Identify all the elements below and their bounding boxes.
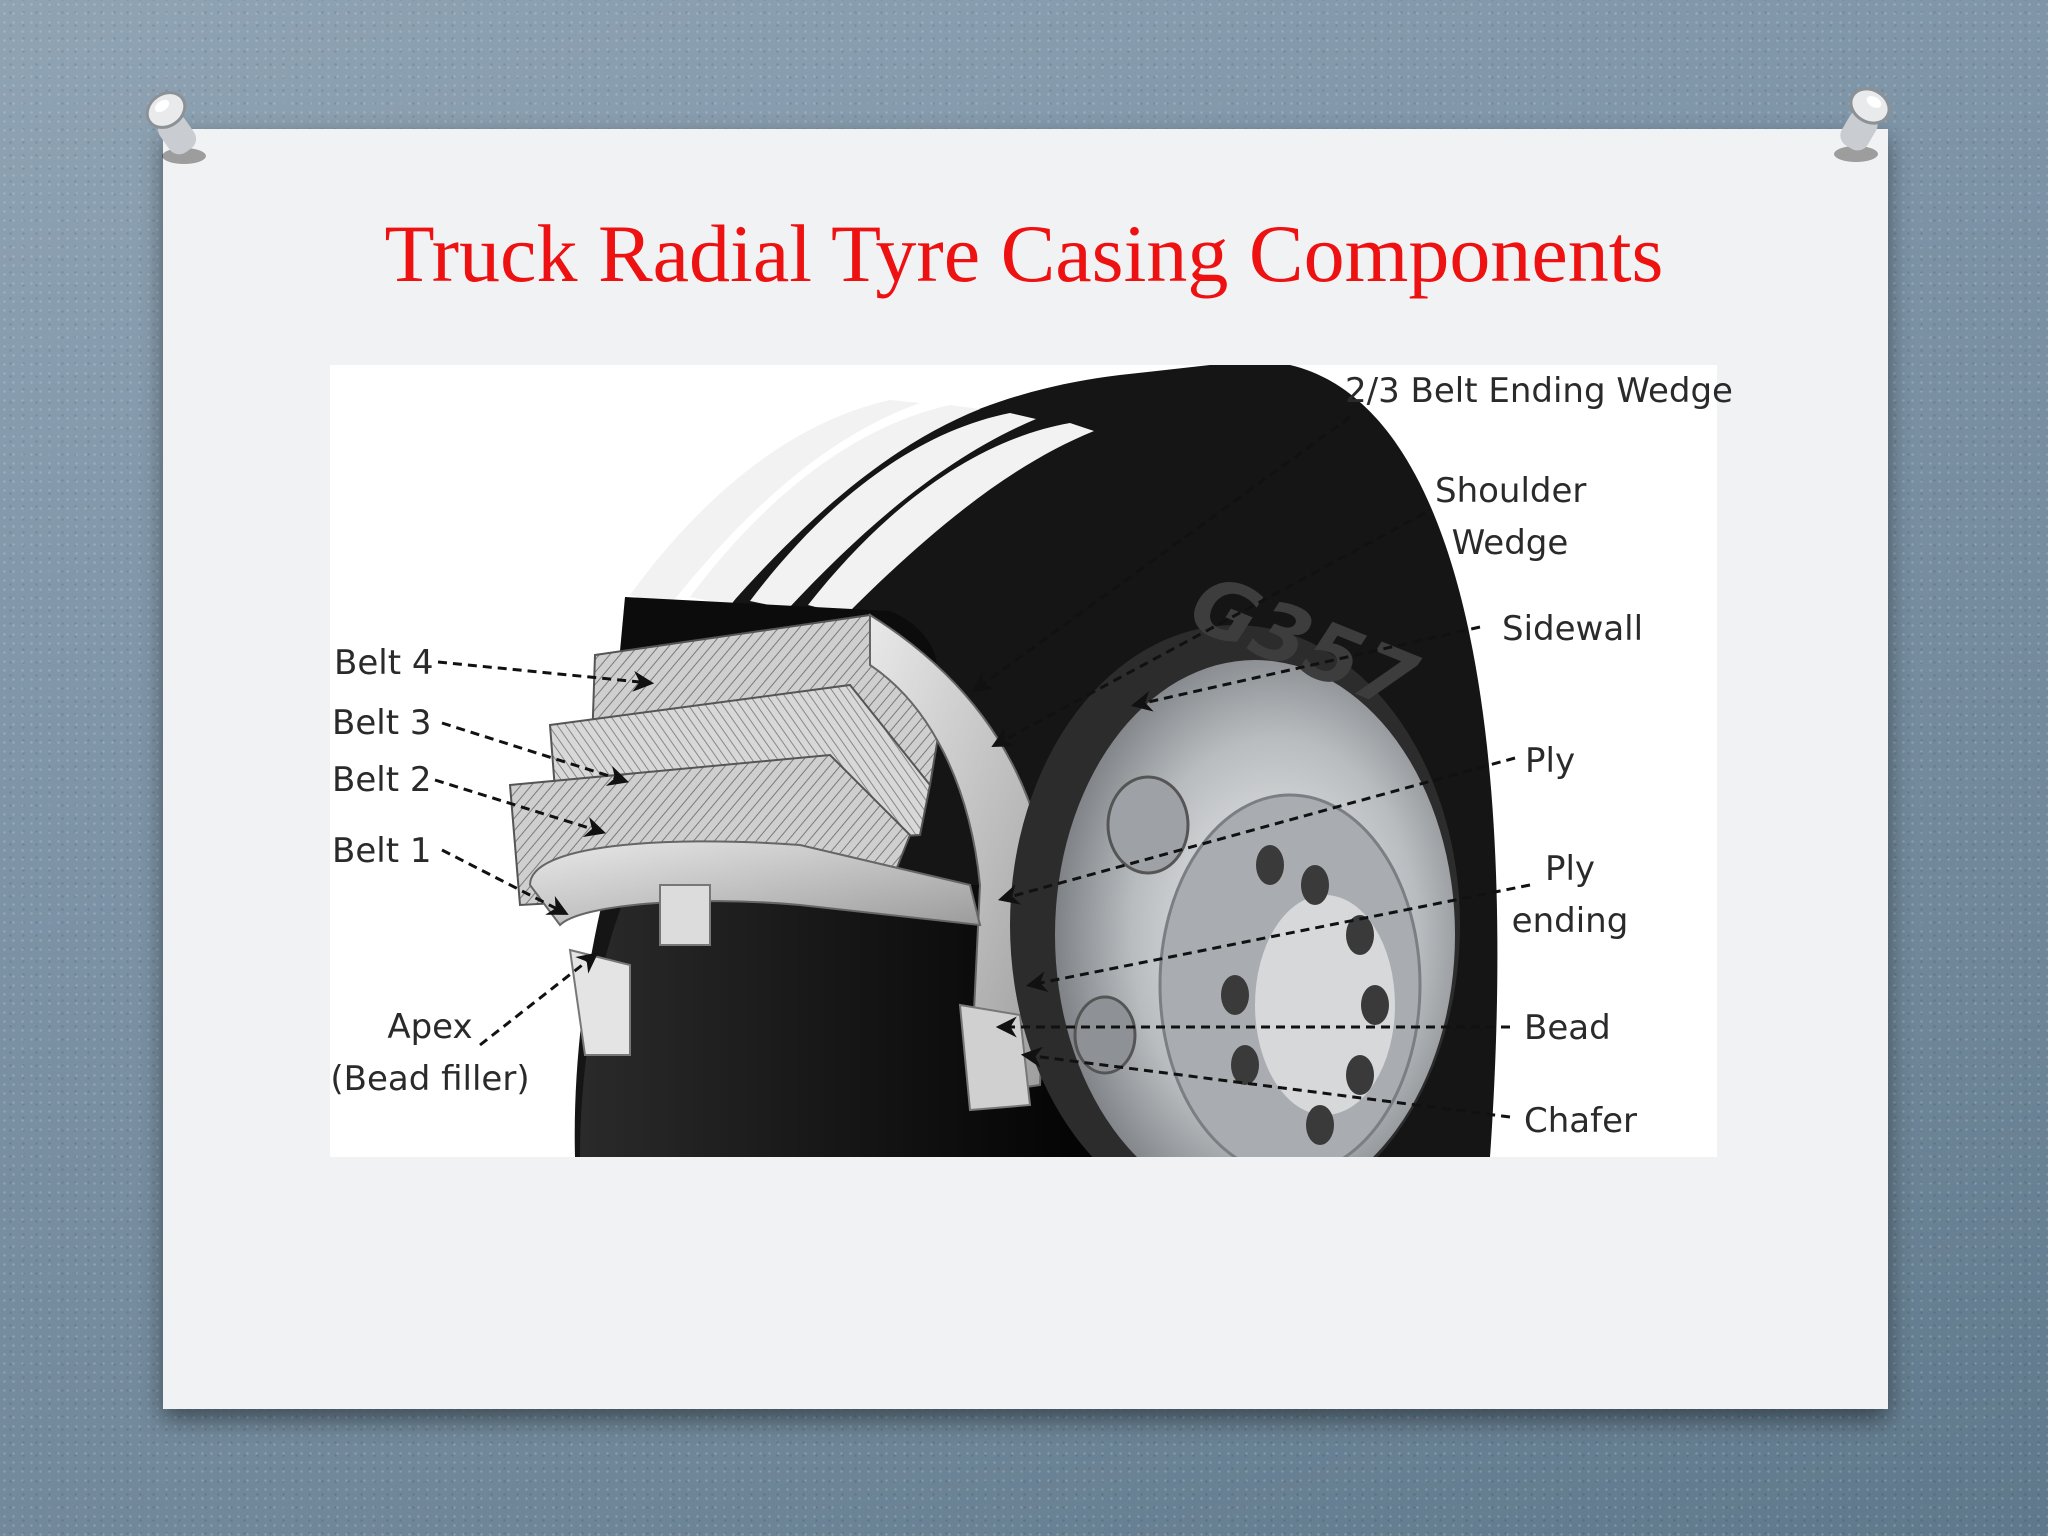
- label-bead: Bead: [1524, 1008, 1611, 1048]
- label-belt-ending-wedge: 2/3 Belt Ending Wedge: [1345, 371, 1733, 411]
- label-sidewall: Sidewall: [1502, 609, 1644, 649]
- label-apex-line1: Apex: [387, 1007, 473, 1047]
- label-shoulder-wedge: Shoulder Wedge: [1435, 465, 1587, 569]
- label-belt-2: Belt 2: [332, 760, 432, 800]
- label-ply-ending: Ply ending: [1510, 843, 1630, 947]
- slide-title: Truck Radial Tyre Casing Components: [384, 208, 1664, 299]
- label-belt-4: Belt 4: [334, 643, 434, 683]
- label-ply-ending-line1: Ply: [1544, 849, 1596, 889]
- label-shoulder-line1: Shoulder: [1435, 471, 1587, 511]
- label-apex: Apex (Bead filler): [330, 1001, 530, 1105]
- label-belt-3: Belt 3: [332, 703, 432, 743]
- pushpin-left-icon: [145, 91, 206, 164]
- label-apex-line2: (Bead filler): [330, 1059, 530, 1099]
- label-ply: Ply: [1525, 741, 1576, 781]
- label-shoulder-line2: Wedge: [1451, 523, 1569, 563]
- label-chafer: Chafer: [1524, 1101, 1637, 1141]
- tyre-cutaway-figure: G357 Belt 4 Belt 3 Belt 2 Belt 1 Apex (B…: [330, 365, 1733, 1157]
- label-ply-ending-line2: ending: [1511, 901, 1629, 941]
- pushpin-right-icon: [1834, 87, 1891, 162]
- tyre-cutaway-illustration: G357: [434, 365, 1531, 1157]
- label-belt-1: Belt 1: [332, 831, 432, 871]
